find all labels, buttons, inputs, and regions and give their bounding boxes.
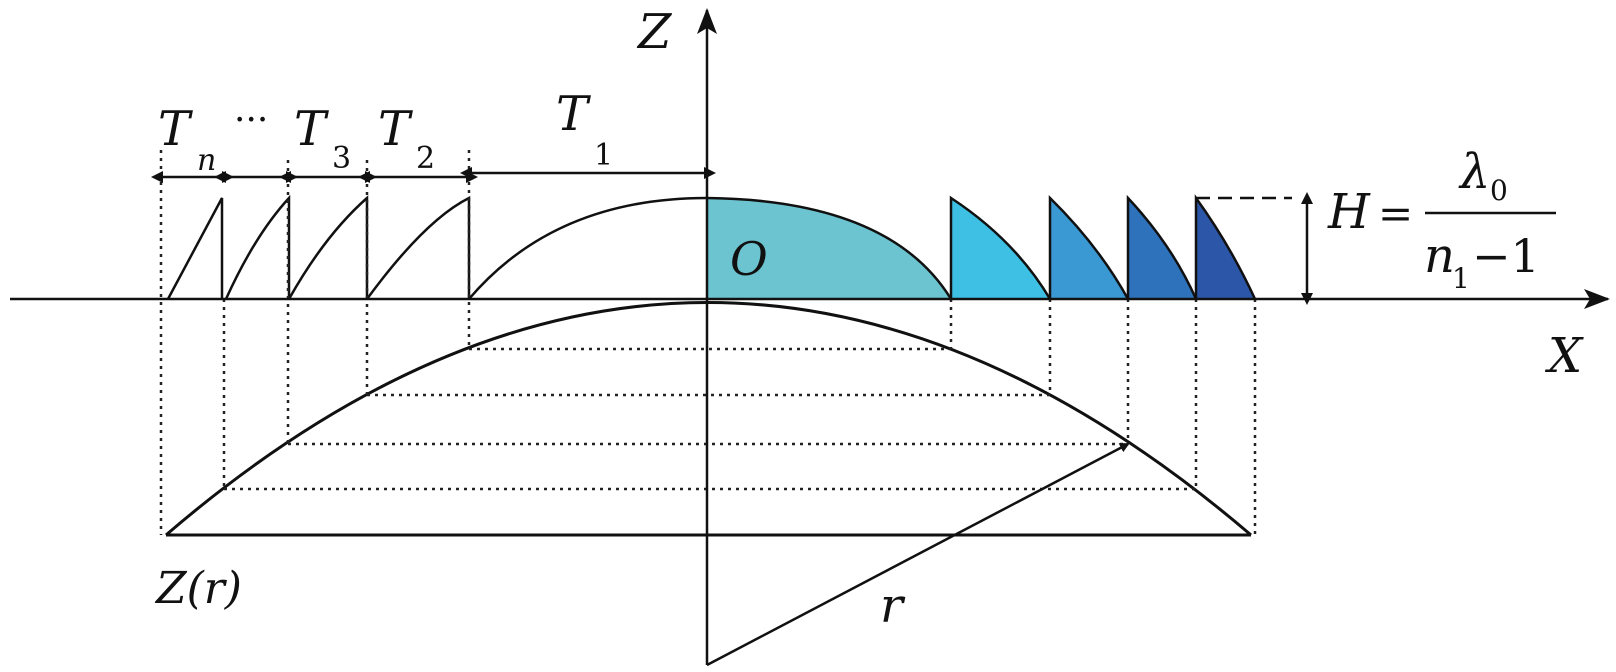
z-axis-label: Z [636, 4, 673, 60]
height-formula-n-sub: 1 [1452, 262, 1470, 295]
radius-label: r [880, 578, 906, 634]
zone-width-arrows [151, 167, 716, 183]
zone-n-subscript: n [197, 143, 216, 178]
projection-lines-horizontal [224, 347, 1196, 491]
zone-n-label: T [158, 101, 193, 157]
height-formula-lambda: λ [1458, 144, 1490, 200]
x-axis-label: X [1544, 328, 1584, 384]
zone-3-fill [1050, 198, 1128, 299]
origin-label: O [730, 232, 768, 286]
height-formula-lhs: H [1327, 184, 1371, 240]
zone-ellipsis: ··· [234, 100, 268, 141]
zone-n-fill [1196, 198, 1255, 299]
zone-2-label: T [378, 101, 413, 157]
zone-4-fill [1128, 198, 1196, 299]
profile-function-label: Z(r) [154, 563, 242, 614]
zone-2-fill [951, 198, 1050, 299]
height-formula-minus-one: −1 [1472, 229, 1540, 283]
height-formula-equals: = [1378, 189, 1413, 238]
right-zone-outlines [706, 194, 1257, 300]
height-formula-n: n [1424, 228, 1455, 284]
projection-lines-vertical [159, 150, 1257, 535]
zone-1-subscript: 1 [594, 138, 613, 173]
zone-1-fill [707, 198, 951, 299]
left-sawtooth-profile [166, 194, 708, 300]
refractive-lens-profile [165, 301, 1252, 537]
zone-3-label: T [294, 101, 329, 157]
height-formula-lambda-sub: 0 [1490, 174, 1508, 207]
radius-leg [706, 442, 1130, 667]
zone-1-label: T [556, 86, 591, 142]
zone-2-subscript: 2 [416, 141, 435, 176]
zone-3-subscript: 3 [332, 141, 351, 176]
